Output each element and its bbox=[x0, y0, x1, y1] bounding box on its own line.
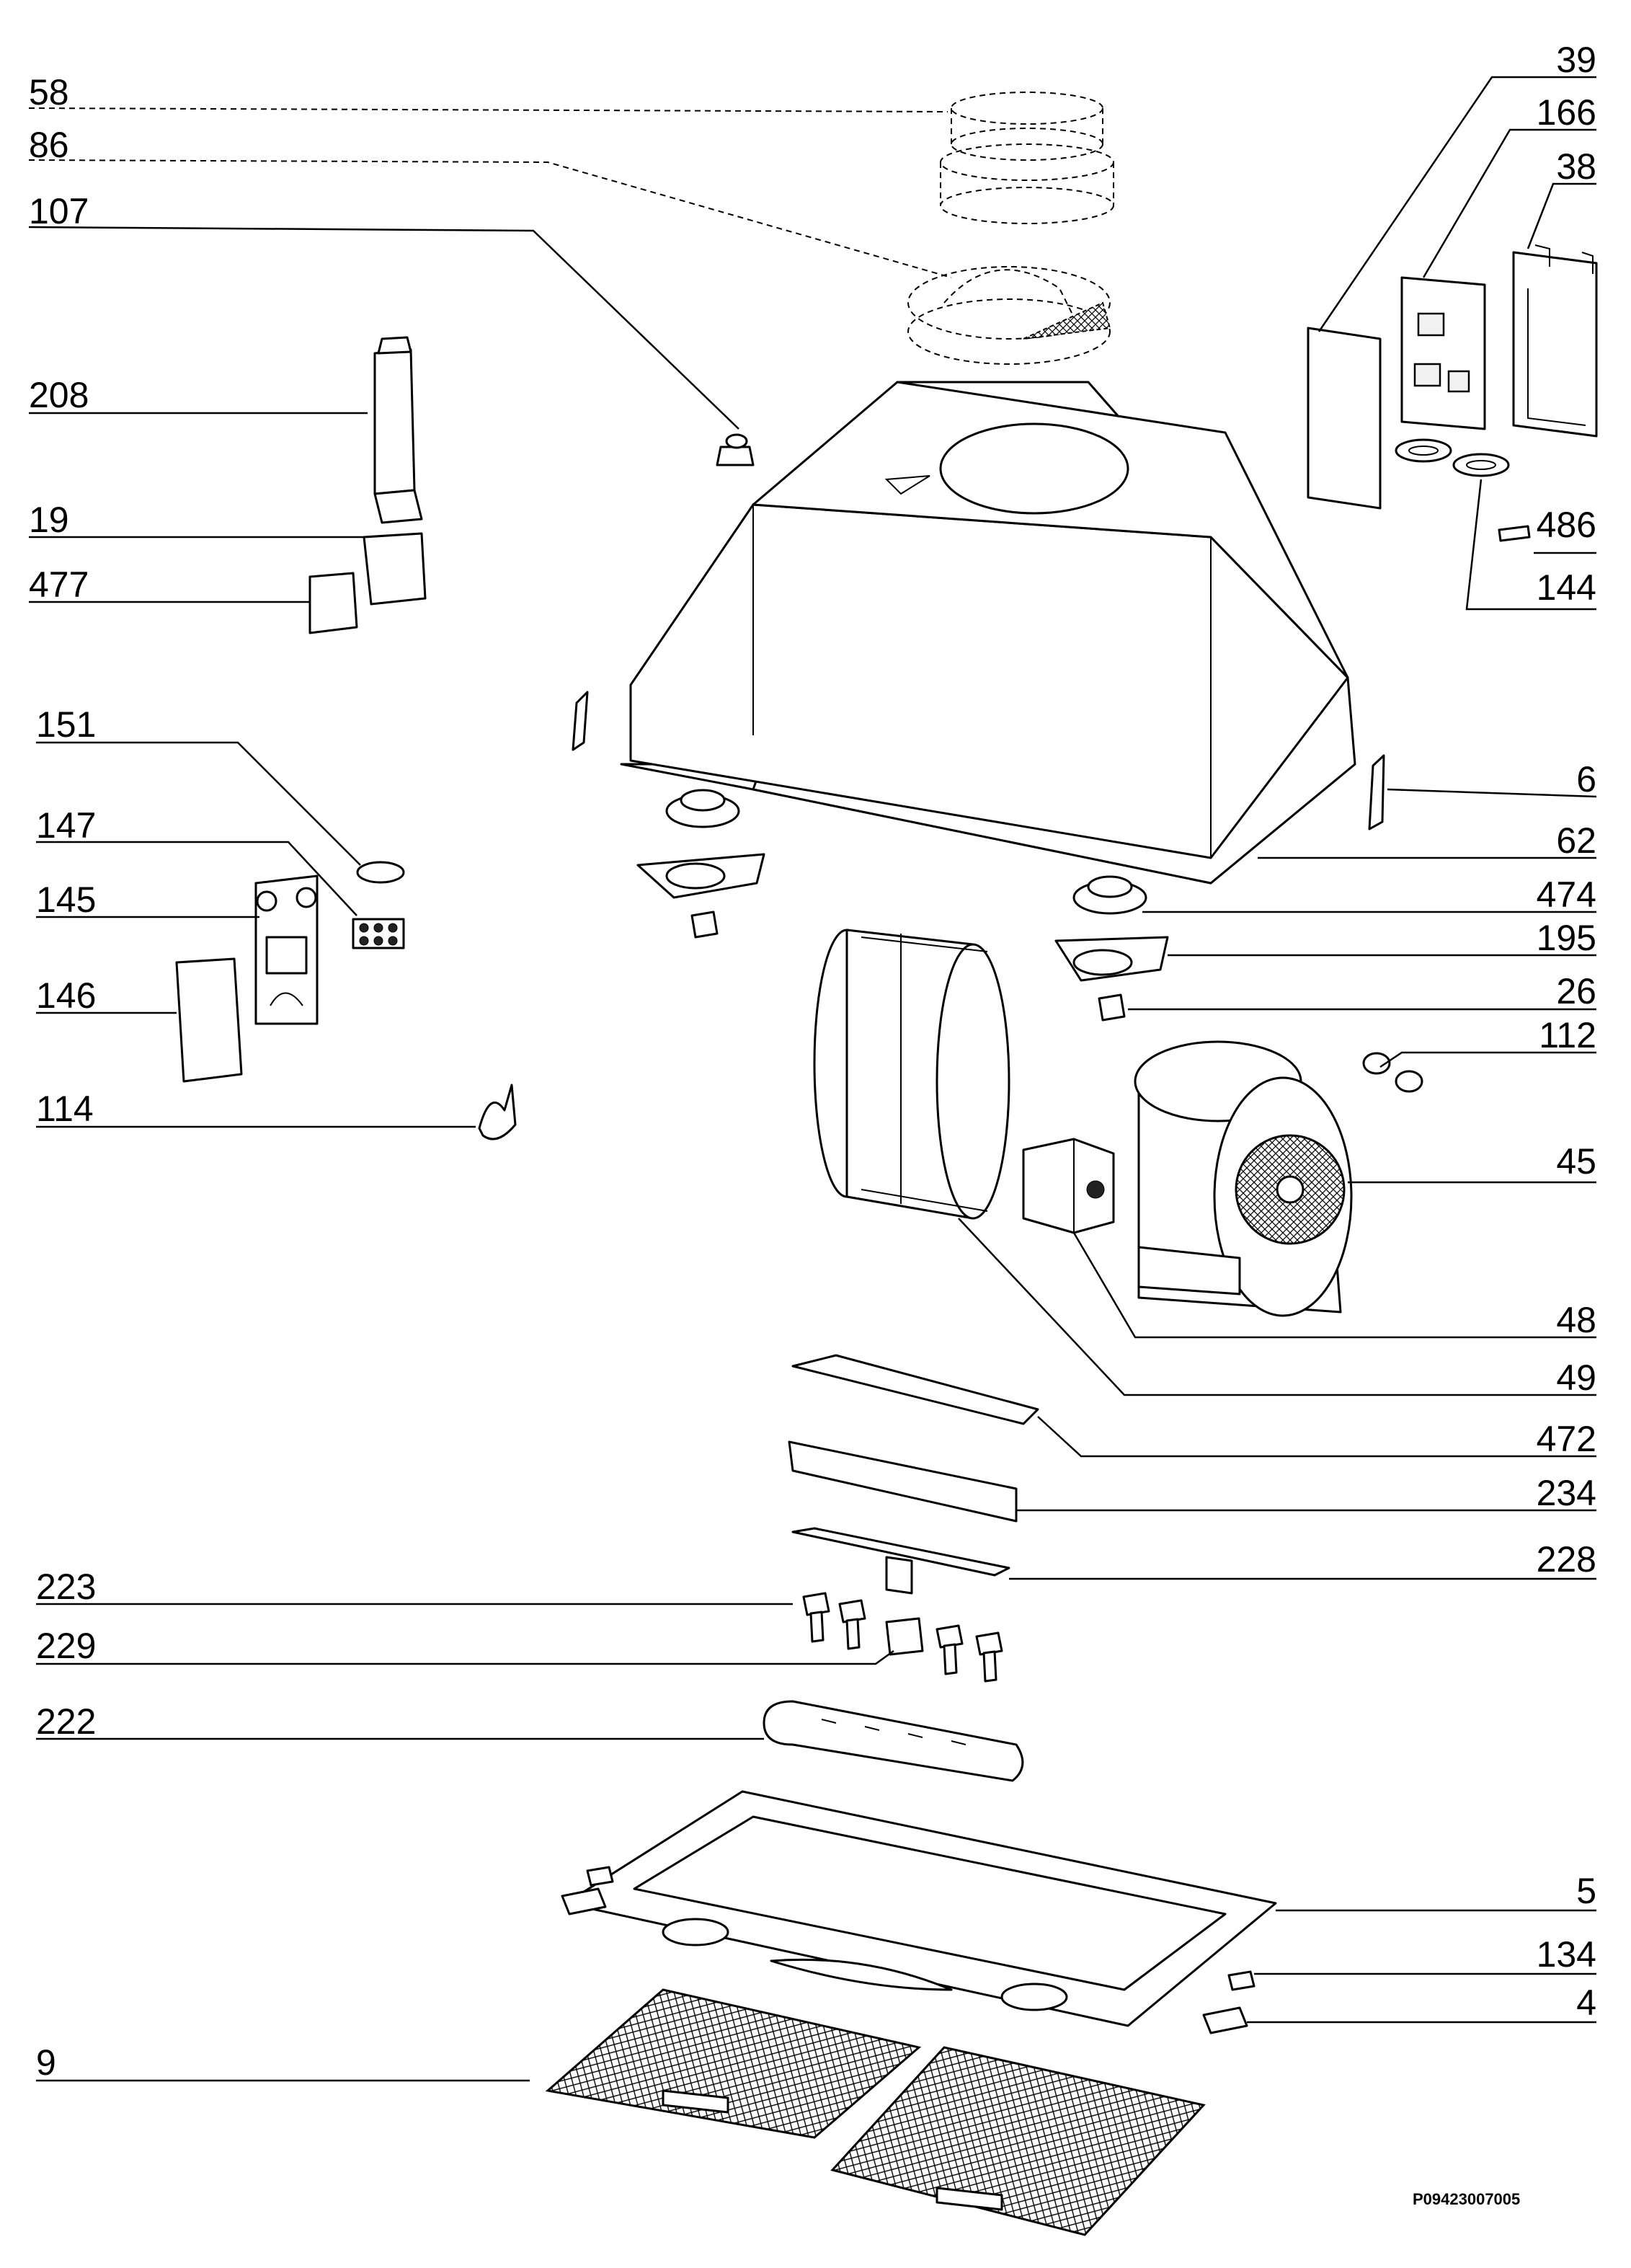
cover-477-part bbox=[308, 572, 358, 634]
label-151: 151 bbox=[36, 704, 96, 745]
label-6: 6 bbox=[1576, 759, 1596, 799]
label-38: 38 bbox=[1556, 146, 1596, 187]
label-477: 477 bbox=[29, 564, 89, 605]
label-195: 195 bbox=[1537, 918, 1596, 958]
clip-6-part bbox=[1368, 754, 1385, 830]
pcb-cover-part bbox=[1307, 327, 1382, 510]
label-5: 5 bbox=[1576, 1871, 1596, 1911]
diagram-code: P09423007005 bbox=[1413, 2190, 1520, 2208]
label-26: 26 bbox=[1556, 971, 1596, 1011]
label-472: 472 bbox=[1537, 1419, 1596, 1459]
grease-filter-part bbox=[545, 1988, 1206, 2236]
control-board-part bbox=[1400, 276, 1486, 430]
label-58: 58 bbox=[29, 72, 69, 112]
cable-clip-part bbox=[478, 1084, 517, 1140]
fan-wheel-part bbox=[813, 929, 1010, 1220]
label-86: 86 bbox=[29, 125, 69, 165]
label-39: 39 bbox=[1556, 40, 1596, 80]
clip-107-part bbox=[716, 433, 755, 466]
label-49: 49 bbox=[1556, 1357, 1596, 1398]
motor-part bbox=[1134, 1040, 1353, 1317]
bar-228-part bbox=[791, 1527, 1010, 1577]
grommet-part bbox=[1395, 438, 1510, 477]
switch-bracket-part bbox=[254, 874, 319, 1025]
label-486: 486 bbox=[1537, 505, 1596, 545]
push-buttons-part bbox=[802, 1592, 1003, 1683]
label-48: 48 bbox=[1556, 1300, 1596, 1340]
bracket-234-part bbox=[788, 1440, 1018, 1523]
label-229: 229 bbox=[36, 1626, 96, 1666]
label-145: 145 bbox=[36, 880, 96, 920]
grommet-151-part bbox=[356, 861, 405, 884]
non-return-valve-part bbox=[907, 266, 1111, 365]
label-146: 146 bbox=[36, 975, 96, 1016]
hood-body-part bbox=[572, 381, 1356, 885]
board-housing-part bbox=[1512, 244, 1598, 438]
lamp-assembly-right bbox=[1054, 875, 1169, 1022]
label-9: 9 bbox=[36, 2042, 56, 2083]
label-134: 134 bbox=[1537, 1934, 1596, 1975]
label-166: 166 bbox=[1537, 92, 1596, 133]
capacitor-part bbox=[1022, 1138, 1115, 1234]
transformer-part bbox=[373, 336, 423, 524]
control-panel-part bbox=[763, 1700, 1024, 1782]
label-147: 147 bbox=[36, 805, 96, 846]
label-112: 112 bbox=[1539, 1015, 1596, 1055]
label-45: 45 bbox=[1556, 1141, 1596, 1182]
label-4: 4 bbox=[1576, 1983, 1596, 2023]
label-208: 208 bbox=[29, 375, 89, 415]
label-19: 19 bbox=[29, 500, 69, 540]
terminal-block-part bbox=[352, 918, 405, 949]
frame-part bbox=[564, 1790, 1277, 2027]
label-228: 228 bbox=[1537, 1539, 1596, 1580]
switch-cover-part bbox=[175, 957, 243, 1083]
bracket-19-part bbox=[363, 532, 427, 606]
label-107: 107 bbox=[29, 191, 89, 231]
label-144: 144 bbox=[1537, 567, 1596, 608]
label-62: 62 bbox=[1556, 820, 1596, 861]
label-114: 114 bbox=[36, 1089, 94, 1129]
label-223: 223 bbox=[36, 1567, 96, 1607]
label-222: 222 bbox=[36, 1701, 96, 1742]
label-234: 234 bbox=[1537, 1473, 1596, 1513]
bar-228-stem bbox=[885, 1556, 913, 1595]
duct-collar-part bbox=[940, 92, 1114, 224]
leader-lines bbox=[28, 76, 1597, 2082]
fuse-part bbox=[1498, 525, 1531, 542]
rail-472-part bbox=[791, 1354, 1039, 1425]
rubber-feet-part bbox=[1362, 1052, 1423, 1093]
latches-part bbox=[561, 1866, 1256, 2034]
lamp-assembly-left bbox=[636, 789, 765, 939]
label-474: 474 bbox=[1537, 874, 1596, 915]
